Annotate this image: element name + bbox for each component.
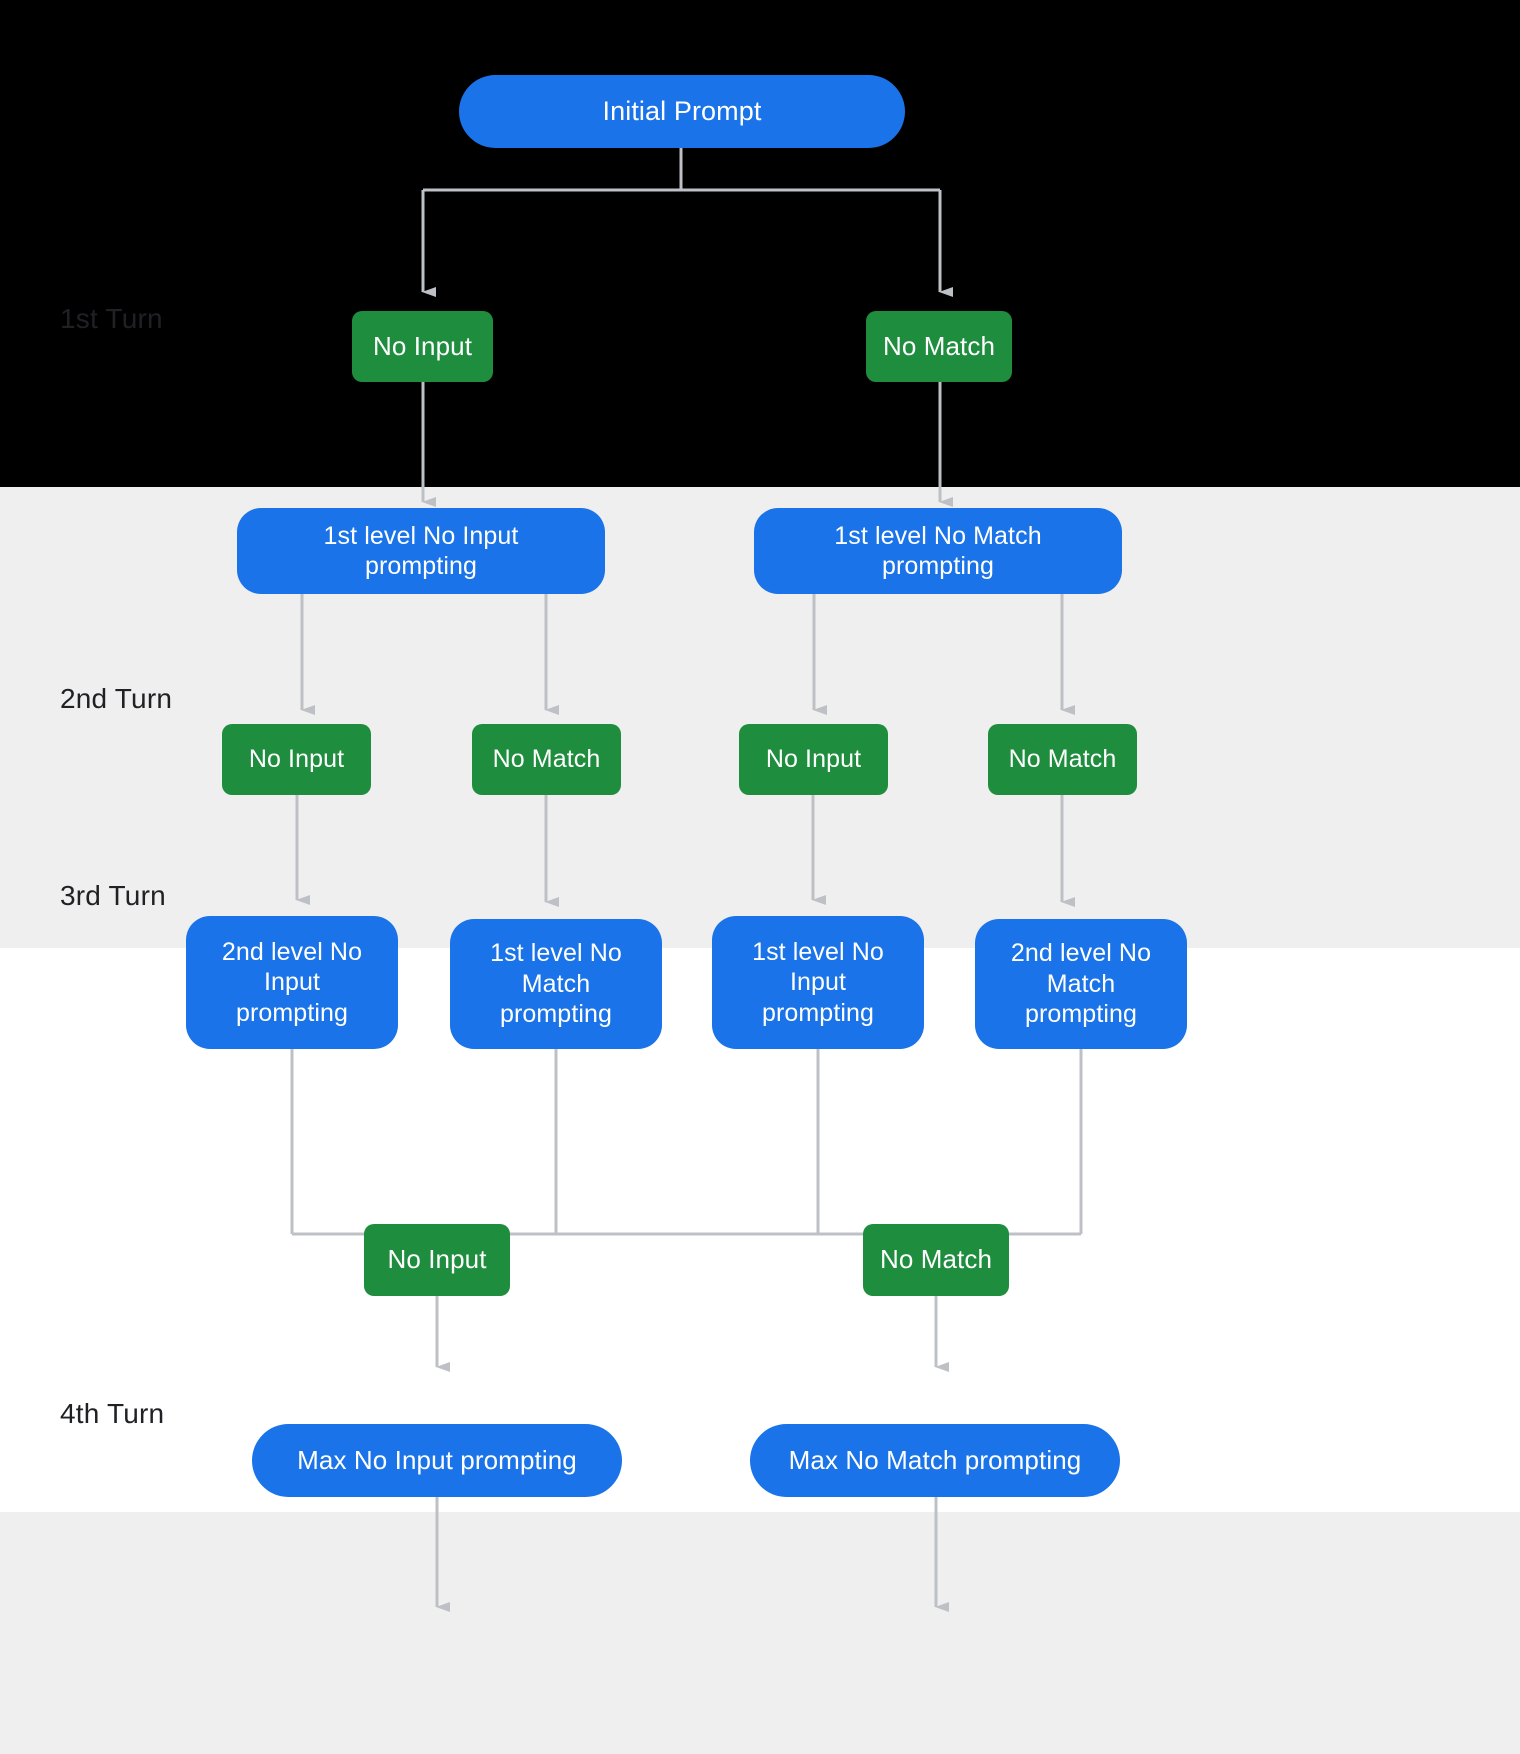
- node-max-no-input-prompting[interactable]: Max No Input prompting: [252, 1424, 622, 1497]
- node-2nd-level-no-match-prompting[interactable]: 2nd level No Match prompting: [975, 919, 1187, 1049]
- turn-label-3rd: 3rd Turn: [60, 880, 166, 911]
- node-t2-no-match-b[interactable]: No Match: [988, 724, 1137, 795]
- node-t2-no-input-a[interactable]: No Input: [222, 724, 371, 795]
- node-1st-level-no-match-prompting-2[interactable]: 1st level No Match prompting: [450, 919, 662, 1049]
- node-max-no-match-prompting[interactable]: Max No Match prompting: [750, 1424, 1120, 1497]
- node-t1-no-match[interactable]: No Match: [866, 311, 1012, 382]
- node-t1-no-input[interactable]: No Input: [352, 311, 493, 382]
- node-t2-no-match-a[interactable]: No Match: [472, 724, 621, 795]
- turn-label-2nd: 2nd Turn: [60, 683, 173, 714]
- node-1st-level-no-input-prompting-2[interactable]: 1st level No Input prompting: [712, 916, 924, 1049]
- node-t3-no-input[interactable]: No Input: [364, 1224, 510, 1296]
- turn-label-4th: 4th Turn: [60, 1398, 165, 1429]
- node-1st-level-no-match-prompting[interactable]: 1st level No Match prompting: [754, 508, 1122, 594]
- band-4th-turn: [0, 1512, 1520, 1754]
- node-1st-level-no-input-prompting[interactable]: 1st level No Input prompting: [237, 508, 605, 594]
- node-2nd-level-no-input-prompting[interactable]: 2nd level No Input prompting: [186, 916, 398, 1049]
- turn-label-1st: 1st Turn: [60, 303, 163, 334]
- node-initial-prompt[interactable]: Initial Prompt: [459, 75, 905, 148]
- node-t2-no-input-b[interactable]: No Input: [739, 724, 888, 795]
- node-t3-no-match[interactable]: No Match: [863, 1224, 1009, 1296]
